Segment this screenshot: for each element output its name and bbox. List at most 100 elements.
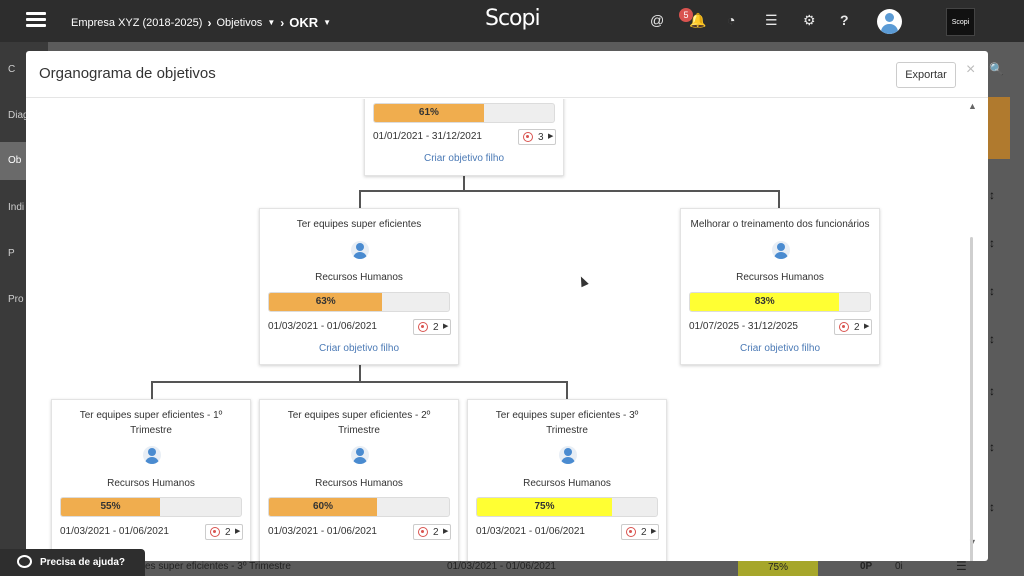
caret-down-icon[interactable]: ▼ (323, 18, 332, 27)
background-progress-block (988, 97, 1010, 159)
date-range: 01/03/2021 - 01/06/2021 (268, 321, 377, 332)
date-range: 01/07/2025 - 31/12/2025 (689, 321, 798, 332)
risk-icon (523, 132, 533, 142)
breadcrumb-company[interactable]: Empresa XYZ (2018-2025) (71, 16, 203, 29)
risk-button[interactable]: 3 ▶ (518, 129, 556, 145)
sort-icon[interactable]: ↕ (989, 500, 995, 514)
connector-line (566, 381, 568, 399)
connector-line (359, 190, 361, 208)
scrollbar[interactable] (970, 237, 973, 561)
objective-card[interactable]: 61% 01/01/2021 - 31/12/2021 3 ▶ Criar ob… (364, 99, 564, 176)
progress-label: 61% (418, 107, 439, 118)
risk-button[interactable]: 2 ▶ (413, 524, 451, 540)
risk-button[interactable]: 2 ▶ (205, 524, 243, 540)
caret-right-icon: ▶ (443, 323, 449, 330)
progress-fill (477, 498, 612, 516)
chat-bubble-icon (17, 555, 32, 568)
gear-icon[interactable]: ⚙ (803, 12, 816, 28)
objective-card[interactable]: Ter equipes super eficientes - 2º Trimes… (259, 399, 459, 561)
row-col-a: 0P (860, 561, 873, 572)
risk-icon (210, 527, 220, 537)
risk-count: 2 (433, 527, 439, 538)
risk-count: 2 (854, 322, 860, 333)
sort-icon[interactable]: ↕ (989, 384, 995, 398)
help-widget[interactable]: Precisa de ajuda? (0, 549, 145, 576)
user-icon (559, 446, 577, 464)
risk-count: 2 (225, 527, 231, 538)
progress-fill (269, 498, 377, 516)
sort-icon[interactable]: ↕ (989, 188, 995, 202)
create-child-link[interactable]: Criar objetivo filho (739, 343, 821, 354)
risk-icon (418, 322, 428, 332)
bell-icon[interactable]: 🔔 (689, 12, 707, 28)
risk-count: 3 (538, 132, 544, 143)
department-label: Recursos Humanos (523, 478, 611, 489)
chevron-right-icon: › (280, 15, 285, 30)
search-icon[interactable]: 🔍 (989, 62, 1004, 76)
caret-right-icon: ▶ (864, 323, 870, 330)
objective-card[interactable]: Ter equipes super eficientes Recursos Hu… (259, 208, 459, 365)
sort-icon[interactable]: ↕ (989, 440, 995, 454)
list-icon[interactable]: ☰ (765, 12, 778, 28)
app-logo[interactable]: Scopi (485, 6, 541, 31)
objective-title: Ter equipes super eficientes - 2º Trimes… (287, 410, 431, 436)
help-icon[interactable]: ? (840, 12, 849, 28)
chevron-right-icon: › (207, 15, 212, 30)
objective-card[interactable]: Melhorar o treinamento dos funcionários … (680, 208, 880, 365)
company-logo[interactable]: Scopi (946, 8, 975, 36)
caret-right-icon: ▶ (548, 133, 554, 140)
menu-icon[interactable] (26, 12, 46, 28)
row-progress: 75% (738, 556, 818, 576)
sidebar-item-diagnostico[interactable]: Diag (8, 110, 29, 121)
caret-right-icon: ▶ (443, 528, 449, 535)
caret-down-icon[interactable]: ▼ (267, 18, 276, 27)
close-icon[interactable]: × (966, 61, 976, 78)
dashboard-icon[interactable]: ◔ (727, 12, 736, 28)
connector-line (359, 365, 361, 382)
notification-badge: 5 (679, 8, 693, 22)
user-avatar[interactable] (877, 9, 902, 34)
create-child-link[interactable]: Criar objetivo filho (423, 153, 505, 164)
menu-icon[interactable]: ☰ (956, 559, 967, 573)
risk-button[interactable]: 2 ▶ (834, 319, 872, 335)
modal-title: Organograma de objetivos (39, 65, 216, 82)
risk-button[interactable]: 2 ▶ (621, 524, 659, 540)
user-icon (351, 241, 369, 259)
progress-label: 83% (754, 296, 775, 307)
connector-line (359, 190, 780, 192)
progress-label: 63% (315, 296, 336, 307)
sidebar-item-indicadores[interactable]: Indi (8, 202, 25, 213)
scroll-up-icon[interactable]: ▲ (968, 101, 977, 111)
department-label: Recursos Humanos (315, 272, 403, 283)
department-label: Recursos Humanos (315, 478, 403, 489)
date-range: 01/01/2021 - 31/12/2021 (373, 131, 482, 142)
user-icon (351, 446, 369, 464)
risk-icon (626, 527, 636, 537)
breadcrumb-objetivos[interactable]: Objetivos (216, 16, 263, 29)
sidebar-item-c[interactable]: C (8, 64, 16, 75)
sidebar-item-p[interactable]: P (8, 248, 15, 259)
at-icon[interactable]: @ (650, 12, 665, 28)
risk-icon (418, 527, 428, 537)
sidebar-item-projetos[interactable]: Pro (8, 294, 24, 305)
row-col-b: 0i (895, 561, 903, 572)
create-child-link[interactable]: Criar objetivo filho (318, 343, 400, 354)
sort-icon[interactable]: ↕ (989, 332, 995, 346)
progress-fill (690, 293, 840, 311)
breadcrumb: Empresa XYZ (2018-2025) › Objetivos ▼ › … (71, 15, 331, 30)
connector-line (151, 381, 568, 383)
breadcrumb-okr[interactable]: OKR (289, 15, 319, 30)
objective-card[interactable]: Ter equipes super eficientes - 3º Trimes… (467, 399, 667, 561)
connector-line (463, 176, 465, 191)
risk-button[interactable]: 2 ▶ (413, 319, 451, 335)
org-chart-canvas: ▲ ▼ 61% 01/01/2021 - 31/12/2021 3 ▶ Cria… (26, 99, 988, 561)
top-navbar: Empresa XYZ (2018-2025) › Objetivos ▼ › … (0, 0, 1024, 42)
objective-card[interactable]: Ter equipes super eficientes - 1º Trimes… (51, 399, 251, 561)
progress-fill (374, 104, 484, 122)
sort-icon[interactable]: ↕ (989, 284, 995, 298)
sort-icon[interactable]: ↕ (989, 236, 995, 250)
progress-fill (61, 498, 160, 516)
export-button[interactable]: Exportar (896, 62, 956, 88)
objective-title: Ter equipes super eficientes - 1º Trimes… (79, 410, 223, 436)
background-table-row: es super eficientes - 3º Trimestre 01/03… (0, 556, 1024, 576)
